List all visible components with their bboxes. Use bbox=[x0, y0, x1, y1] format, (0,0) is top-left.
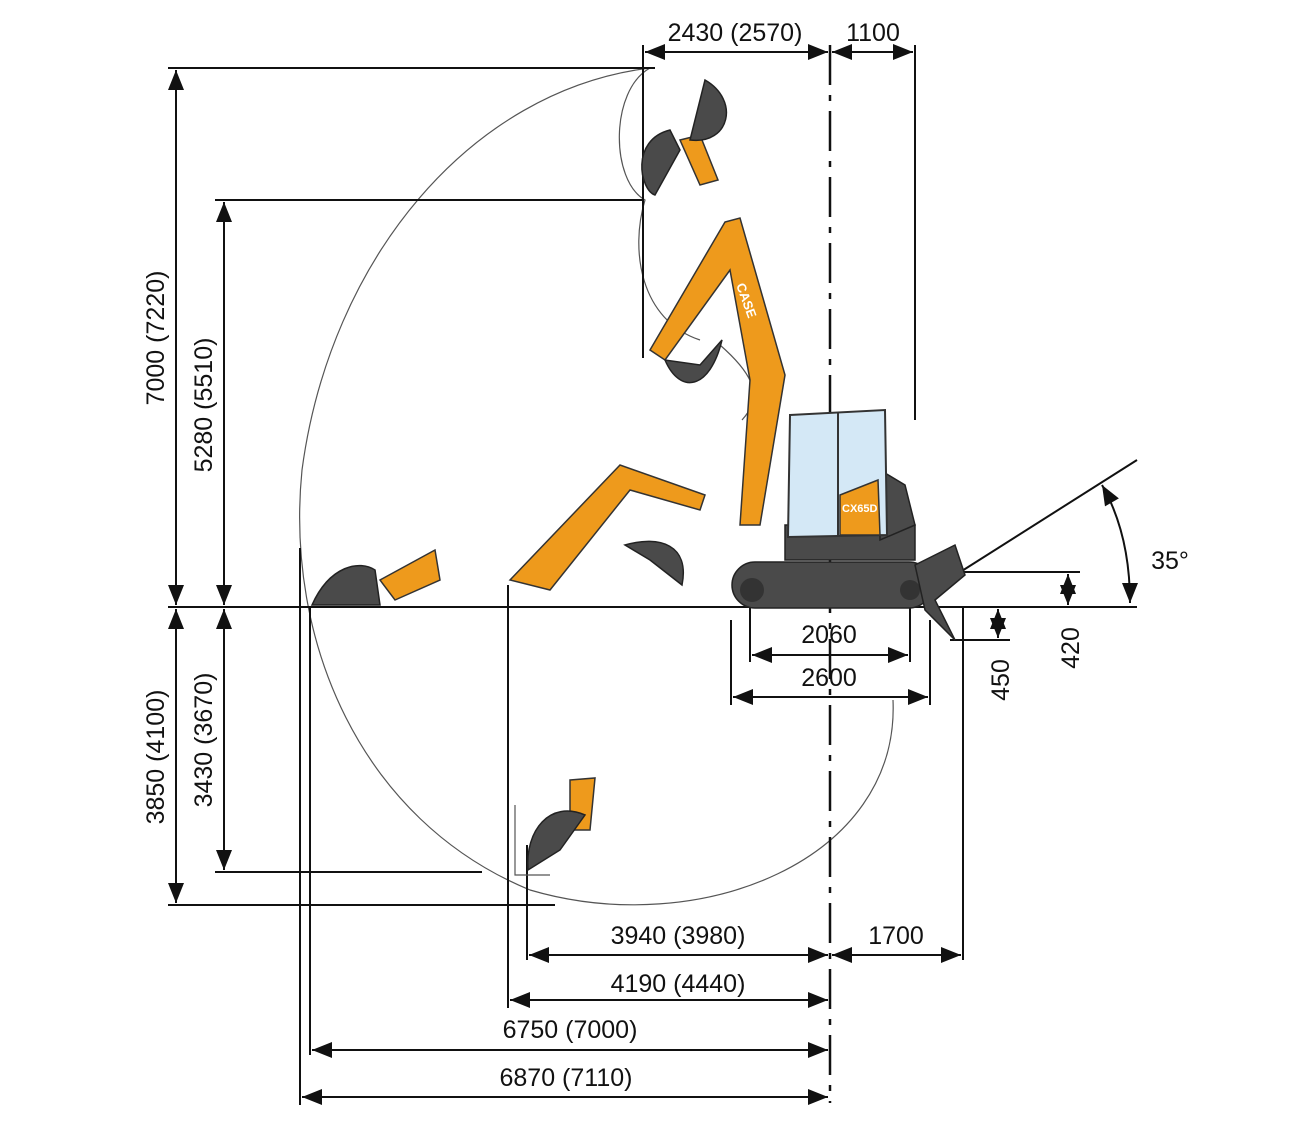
dim-max-reach: 6870 (7110) bbox=[500, 1064, 633, 1092]
bucket-ground bbox=[310, 564, 381, 606]
dimension-arrows bbox=[168, 44, 1076, 1105]
bucket-folded bbox=[623, 540, 685, 587]
dim-vertical-wall-depth: 3430 (3670) bbox=[190, 673, 218, 808]
boom-raised bbox=[648, 217, 786, 526]
dozer-blade bbox=[914, 543, 966, 641]
engine-cover bbox=[839, 478, 881, 536]
dim-max-dig-depth: 3850 (4100) bbox=[142, 690, 170, 825]
blade-angle-arc bbox=[1101, 484, 1138, 604]
working-envelope-arc bbox=[299, 67, 894, 906]
dim-tail-swing: 1100 bbox=[846, 19, 900, 47]
dim-blade-angle: 35° bbox=[1151, 547, 1189, 575]
extension-lines bbox=[168, 45, 1080, 1105]
dim-reach-top-front: 2430 (2570) bbox=[668, 19, 803, 47]
excavator-machine: CX65D CASE bbox=[310, 78, 966, 876]
dim-reach-ground: 6750 (7000) bbox=[503, 1016, 638, 1044]
dim-blade-raise: 420 bbox=[1057, 627, 1085, 669]
dim-track-length: 2600 bbox=[801, 664, 857, 692]
dim-dump-height: 5280 (5510) bbox=[190, 338, 218, 473]
dim-min-swing-radius: 3940 (3980) bbox=[611, 922, 746, 950]
bucket-deep bbox=[527, 810, 587, 872]
arm-top bbox=[678, 134, 720, 186]
dimension-labels: 2430 (2570) 1100 7000 (7220) 5280 (5510)… bbox=[142, 19, 1189, 1092]
dim-max-height: 7000 (7220) bbox=[142, 271, 170, 406]
boom-folded bbox=[508, 464, 706, 591]
bucket-top bbox=[689, 78, 728, 142]
dim-blade-lower: 450 bbox=[987, 659, 1015, 701]
model-label: CX65D bbox=[842, 503, 878, 515]
dim-blade-reach: 1700 bbox=[868, 922, 924, 950]
dim-reach-min: 4190 (4440) bbox=[611, 970, 746, 998]
dim-track-center: 2060 bbox=[801, 621, 857, 649]
bucket-raised bbox=[663, 339, 723, 384]
arm-ground bbox=[378, 548, 441, 601]
